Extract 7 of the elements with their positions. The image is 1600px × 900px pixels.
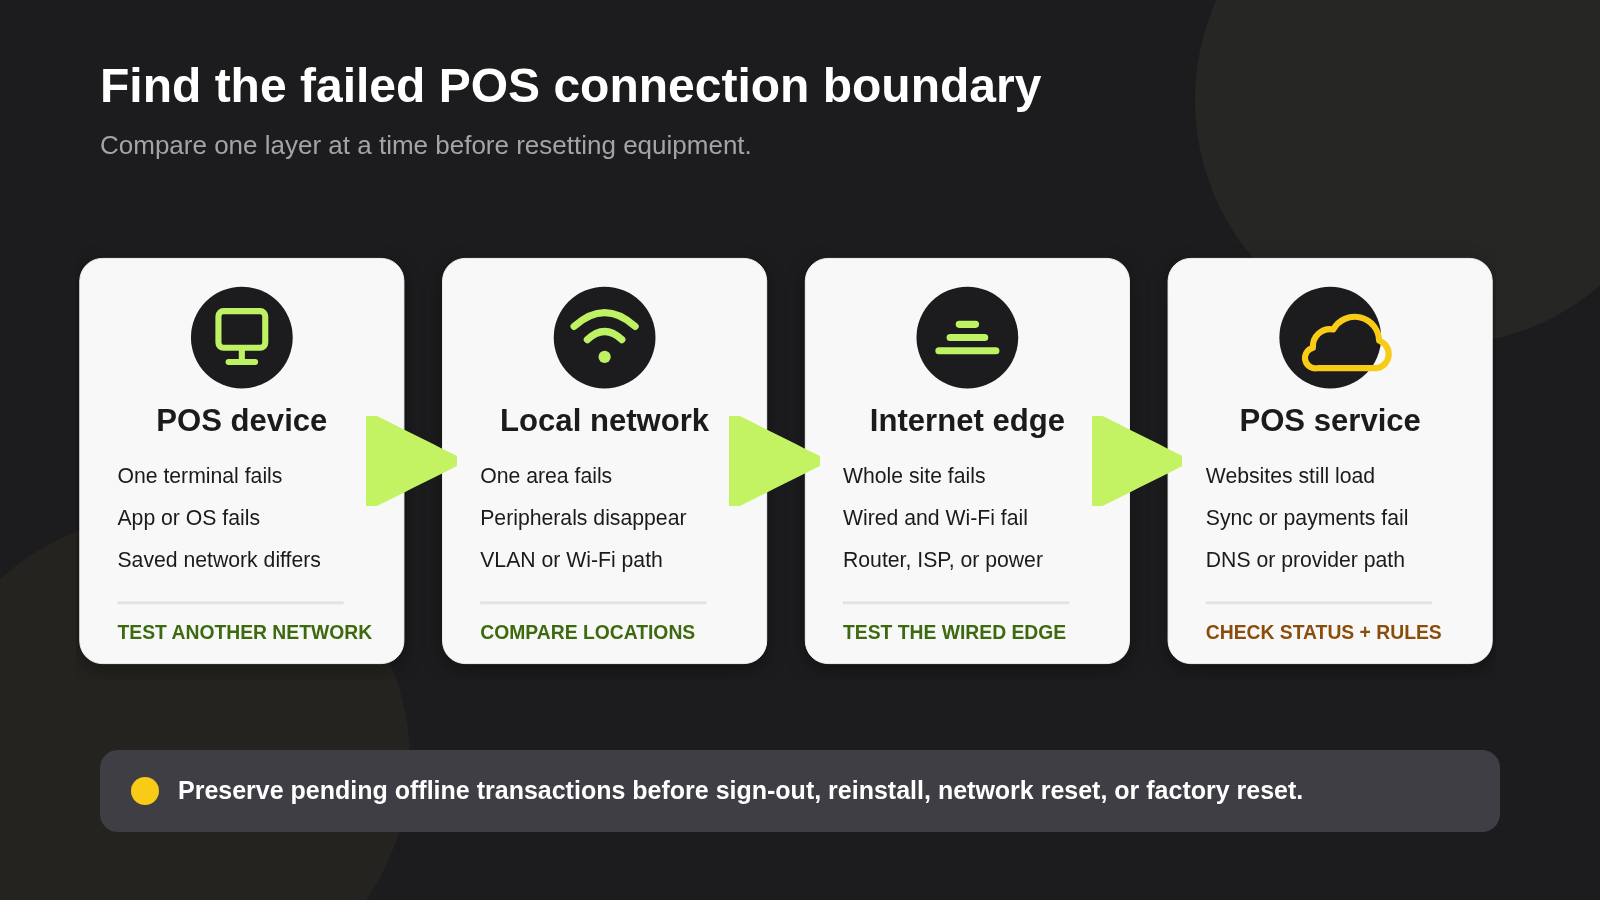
title: Find the failed POS connection boundary (100, 58, 1042, 113)
node-box: POS service Websites still load Sync or payments fail DNS or provider path CHECK STATUS + RULES (1167, 257, 1493, 665)
subtitle: Compare one layer at a time before resetting equipment. (100, 130, 752, 161)
node-box: Local network One area fails Peripherals disappear VLAN or Wi-Fi path COMPARE LOCATIONS (442, 257, 768, 665)
node-box: POS device One terminal fails App or OS fails Saved network differs TEST ANOTHER NETWORK (79, 257, 405, 665)
note-text: Preserve pending offline transactions before sign-out, reinstall, network reset, or factory reset. (178, 776, 1304, 805)
node-box: Internet edge Whole site fails Wired and Wi-Fi fail Router, ISP, or power TEST THE WIRED EDGE (804, 257, 1130, 665)
